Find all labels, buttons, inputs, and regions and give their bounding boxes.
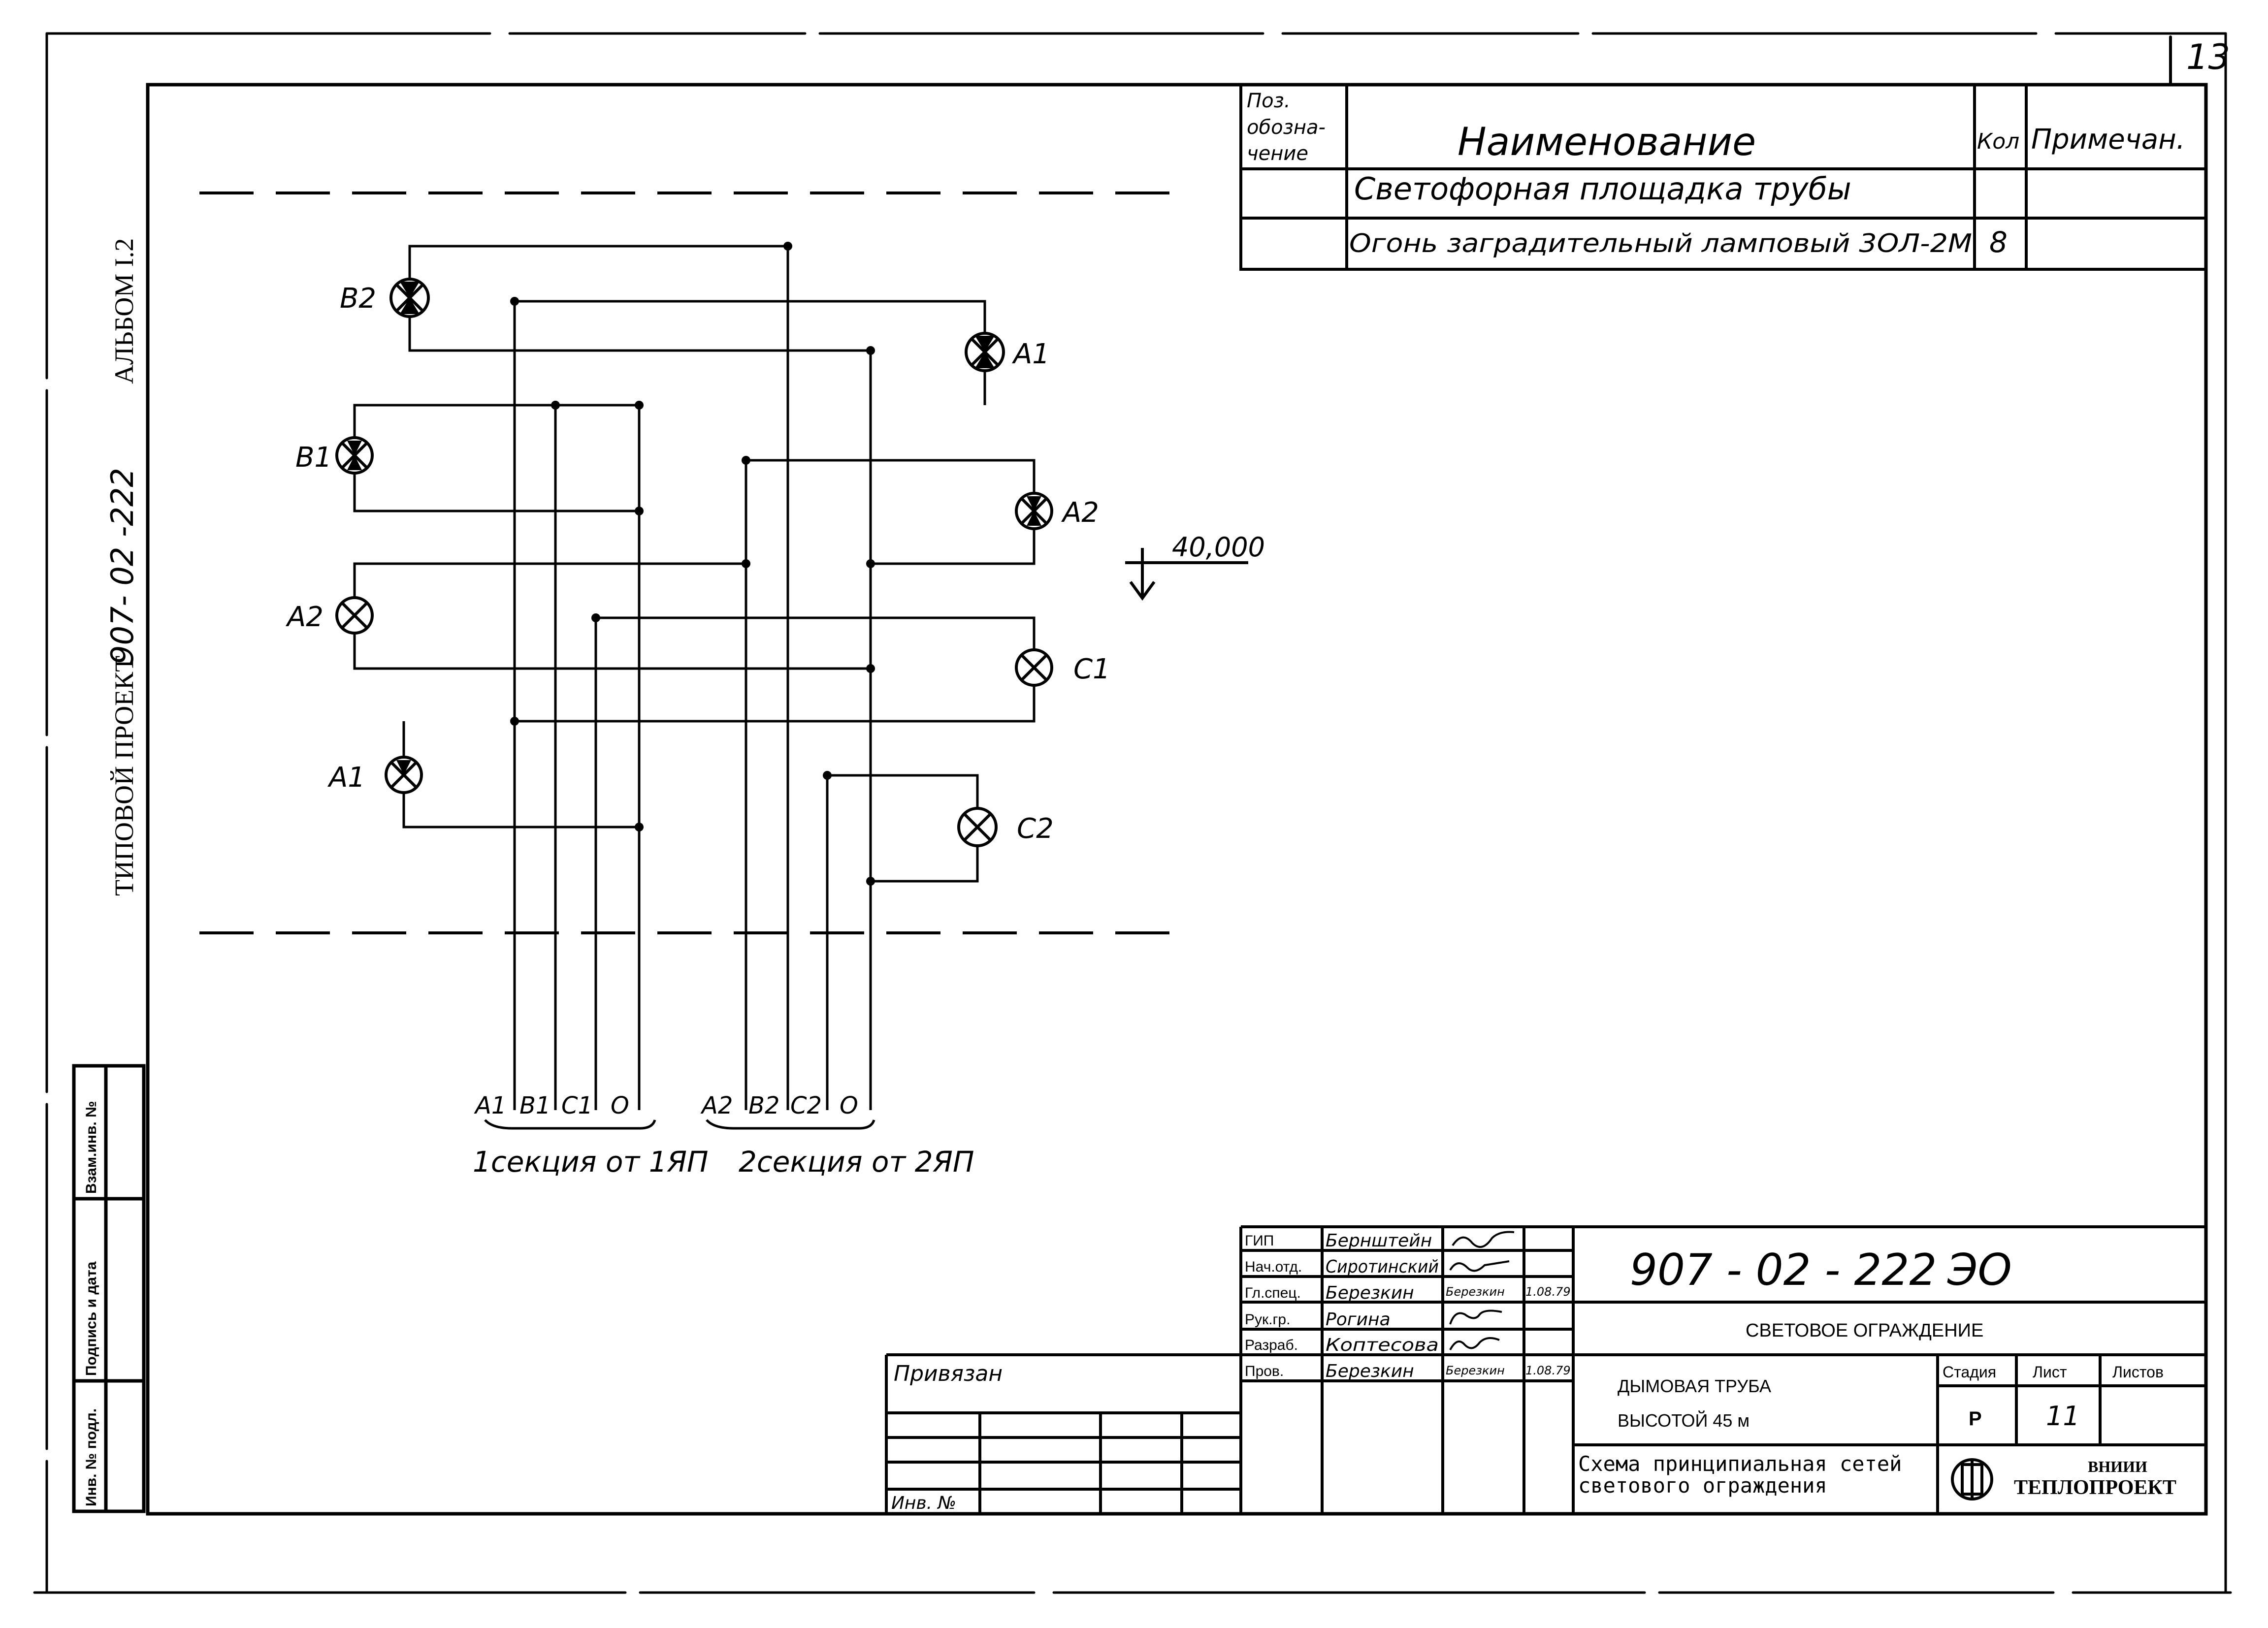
title-block bbox=[1241, 1301, 2206, 1515]
sign-role-4: Рук.гр. bbox=[1245, 1311, 1290, 1328]
spec-header-pos-1: Поз. bbox=[1247, 90, 1291, 112]
bus1-c1: C1 bbox=[561, 1092, 593, 1119]
spec-row-1-name: Светофорная площадка трубы bbox=[1354, 171, 1851, 207]
spec-row-2-name: Огонь заградительный ламповый 3ОЛ-2М bbox=[1349, 229, 1972, 258]
privyazan-label: Привязан bbox=[894, 1361, 1003, 1386]
lamp-a2-left: A2 bbox=[286, 596, 374, 635]
privyazan-block bbox=[885, 1353, 1241, 1514]
sign-role-6: Пров. bbox=[1245, 1363, 1284, 1379]
spec-header-note: Примечан. bbox=[2031, 124, 2185, 156]
lamp-c1-right: C1 bbox=[1015, 648, 1110, 687]
elevation-value: 40,000 bbox=[1172, 532, 1265, 563]
side-caption-number: 907- 02 -222 bbox=[104, 468, 140, 665]
signature-mark-1 bbox=[1452, 1231, 1515, 1248]
sign-name-1: Бернштейн bbox=[1326, 1231, 1432, 1251]
bus2-brace bbox=[706, 1119, 875, 1130]
system-title: СВЕТОВОЕ ОГРАЖДЕНИЕ bbox=[1746, 1320, 1983, 1341]
drawing-title-2: светового ограждения bbox=[1578, 1473, 1827, 1498]
sheets-label: Листов bbox=[2112, 1363, 2164, 1381]
sign-name-4: Рогина bbox=[1326, 1309, 1391, 1330]
bus2-c2: C2 bbox=[790, 1092, 822, 1119]
lamp-c2-right-label: C2 bbox=[1017, 813, 1054, 845]
sign-name-2: Сиротинский bbox=[1326, 1257, 1439, 1277]
org-logo bbox=[1951, 1458, 1993, 1500]
stamp-vzam: Взам.инв. № bbox=[83, 1101, 99, 1194]
lamp-b2-left: B2 bbox=[340, 278, 430, 318]
signature-mark-2 bbox=[1449, 1260, 1510, 1272]
spec-header-name: Наименование bbox=[1458, 120, 1756, 164]
lamp-a2-right-label: A2 bbox=[1061, 497, 1099, 529]
lamp-b1-left: B1 bbox=[295, 436, 374, 475]
side-caption-album: АЛЬБОМ I.2 bbox=[109, 238, 139, 384]
sign-name-5: Коптесова bbox=[1326, 1335, 1439, 1355]
lamp-a1-right-label: A1 bbox=[1012, 338, 1050, 370]
inv-label: Инв. № bbox=[891, 1493, 956, 1513]
sign-name-6: Березкин bbox=[1326, 1361, 1414, 1381]
sign-sig-6: Березкин bbox=[1446, 1364, 1505, 1377]
lamp-a1-right: A1 bbox=[965, 332, 1050, 372]
doc-code: 907 - 02 - 222 bbox=[1630, 1245, 1937, 1295]
spec-row-2-qty: 8 bbox=[1989, 225, 2008, 259]
junction-dots bbox=[510, 242, 875, 886]
org-line-2: ТЕПЛОПРОЕКТ bbox=[2014, 1476, 2176, 1499]
page-number: 13 bbox=[2186, 37, 2230, 77]
signature-mark-4 bbox=[1449, 1309, 1502, 1325]
sheet-label: Лист bbox=[2033, 1363, 2067, 1381]
sign-sig-3: Березкин bbox=[1446, 1285, 1505, 1299]
lamp-a2-left-label: A2 bbox=[286, 601, 324, 633]
sign-date-3: 1.08.79 bbox=[1525, 1285, 1571, 1299]
lamp-b2-left-label: B2 bbox=[340, 283, 376, 315]
stage-label: Стадия bbox=[1943, 1363, 1996, 1381]
spec-header-pos-3: чение bbox=[1247, 142, 1308, 165]
sheet-value: 11 bbox=[2046, 1401, 2080, 1432]
lamp-b1-left-label: B1 bbox=[295, 442, 332, 474]
sign-role-2: Нач.отд. bbox=[1245, 1259, 1302, 1275]
side-caption-project: ТИПОВОЙ ПРОЕКТ bbox=[109, 656, 139, 896]
stage-value: Р bbox=[1969, 1408, 1982, 1430]
bus1-a1: A1 bbox=[474, 1092, 506, 1119]
org-line-1: ВНИИИ bbox=[2088, 1458, 2147, 1475]
bus2-a2: A2 bbox=[700, 1092, 733, 1119]
section-1-label: 1секция от 1ЯП bbox=[473, 1145, 709, 1179]
spec-header-qty: Кол bbox=[1977, 129, 2019, 154]
wiring bbox=[353, 245, 1036, 1110]
sign-role-5: Разраб. bbox=[1245, 1337, 1298, 1353]
stamp-inv: Инв. № подл. bbox=[83, 1408, 99, 1506]
elevation-marker bbox=[1125, 548, 1248, 601]
lamp-c1-right-label: C1 bbox=[1073, 653, 1110, 685]
signatures-block bbox=[1239, 1225, 2206, 1514]
sign-date-6: 1.08.79 bbox=[1525, 1364, 1571, 1377]
lamp-a1-left-label: A1 bbox=[327, 762, 365, 794]
spec-table bbox=[1239, 83, 2207, 271]
lamp-a2-right: A2 bbox=[1015, 492, 1099, 530]
spec-header-pos-2: обозна- bbox=[1247, 116, 1326, 139]
sign-name-3: Березкин bbox=[1326, 1283, 1414, 1303]
sign-role-3: Гл.спец. bbox=[1245, 1285, 1301, 1301]
signature-mark-5 bbox=[1449, 1337, 1500, 1350]
object-line-2: ВЫСОТОЙ 45 м bbox=[1618, 1410, 1750, 1431]
stamp-podpis: Подпись и дата bbox=[83, 1261, 99, 1376]
section-2-label: 2секция от 2ЯП bbox=[739, 1145, 974, 1179]
bus2-b2: B2 bbox=[748, 1092, 779, 1119]
sign-role-1: ГИП bbox=[1245, 1233, 1274, 1249]
bus1-b1: B1 bbox=[519, 1092, 551, 1119]
doc-suffix: ЭО bbox=[1947, 1245, 2012, 1295]
bus1-brace bbox=[484, 1119, 656, 1130]
bus2-o: O bbox=[840, 1092, 858, 1119]
lamp-a1-left: A1 bbox=[327, 756, 423, 794]
lamp-c2-right: C2 bbox=[957, 807, 1054, 847]
object-line-1: ДЫМОВАЯ ТРУБА bbox=[1618, 1376, 1771, 1396]
drawing-title-1: Схема принципиальная сетей bbox=[1578, 1452, 1902, 1476]
bus1-o: O bbox=[611, 1092, 629, 1119]
